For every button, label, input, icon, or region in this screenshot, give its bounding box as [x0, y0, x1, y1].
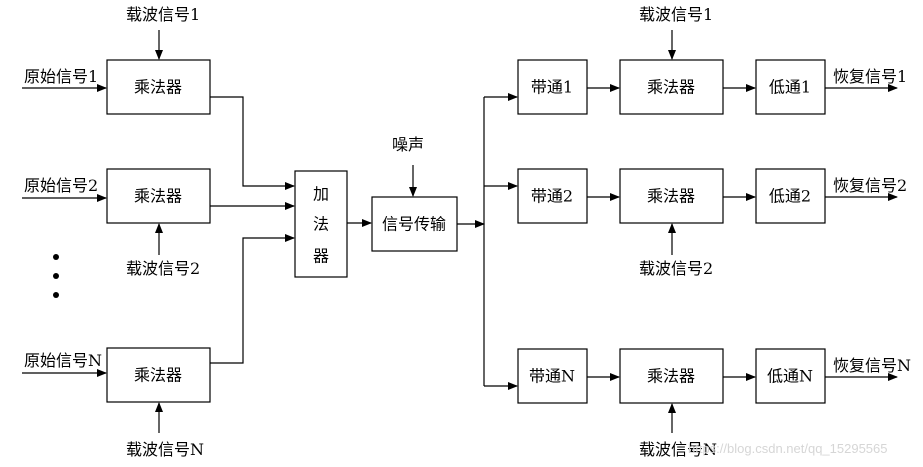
- source-label-1: 原始信号1: [24, 67, 98, 86]
- recovered-label-1: 恢复信号1: [833, 67, 907, 86]
- rx-multiplier-label-n: 乘法器: [647, 367, 695, 386]
- multiplier-block-n: [106, 347, 211, 403]
- rx-multiplier-block-1: [619, 59, 724, 115]
- transmission-label: 信号传输: [382, 215, 446, 234]
- rx-multiplier-label-2: 乘法器: [647, 187, 695, 206]
- rx-multiplier-block-2: [619, 168, 724, 224]
- lowpass-label-1: 低通1: [769, 78, 811, 97]
- carrier-label-1: 载波信号1: [126, 5, 200, 24]
- ellipsis-dot: [53, 273, 59, 279]
- source-label-n: 原始信号N: [24, 351, 102, 370]
- recovered-label-2: 恢复信号2: [833, 176, 907, 195]
- multiplier-label-2: 乘法器: [134, 187, 182, 206]
- lowpass-label-2: 低通2: [769, 187, 811, 206]
- carrier-label-n: 载波信号N: [126, 440, 204, 459]
- multiplier-label-1: 乘法器: [134, 78, 182, 97]
- adder-char-3: 器: [313, 247, 329, 266]
- mult1-to-adder-wire: [210, 96, 295, 190]
- bandpass-label-n: 带通N: [529, 367, 575, 386]
- adder-char-1: 加: [313, 185, 329, 204]
- transmission-block: [371, 196, 458, 252]
- bandpass-block-1: [517, 59, 588, 115]
- lowpass-label-n: 低通N: [767, 367, 813, 386]
- adder-char-2: 法: [313, 215, 329, 234]
- adder-block: [294, 170, 348, 278]
- lowpass-block-n: [755, 348, 826, 404]
- bandpass-block-n: [517, 348, 588, 404]
- source-label-2: 原始信号2: [24, 176, 98, 195]
- multiplier-label-n: 乘法器: [134, 366, 182, 385]
- bandpass-block-2: [517, 168, 588, 224]
- bandpass-label-2: 带通2: [531, 187, 573, 206]
- lowpass-block-2: [755, 168, 826, 224]
- ellipsis-dot: [53, 254, 59, 260]
- multiplier-block-1: [106, 59, 211, 115]
- rx-carrier-label-n: 载波信号N: [639, 440, 717, 459]
- bandpass-label-1: 带通1: [531, 78, 573, 97]
- rx-multiplier-label-1: 乘法器: [647, 78, 695, 97]
- recovered-label-n: 恢复信号N: [833, 356, 911, 375]
- ellipsis-dot: [53, 292, 59, 298]
- multiplier-block-2: [106, 168, 211, 224]
- rx-carrier-label-1: 载波信号1: [639, 5, 713, 24]
- watermark: https://blog.csdn.net/qq_15295565: [688, 441, 888, 456]
- rx-multiplier-block-n: [619, 348, 724, 404]
- lowpass-block-1: [755, 59, 826, 115]
- multn-to-adder-wire: [210, 234, 295, 364]
- noise-label: 噪声: [392, 135, 424, 154]
- rx-carrier-label-2: 载波信号2: [639, 259, 713, 278]
- carrier-label-2: 载波信号2: [126, 259, 200, 278]
